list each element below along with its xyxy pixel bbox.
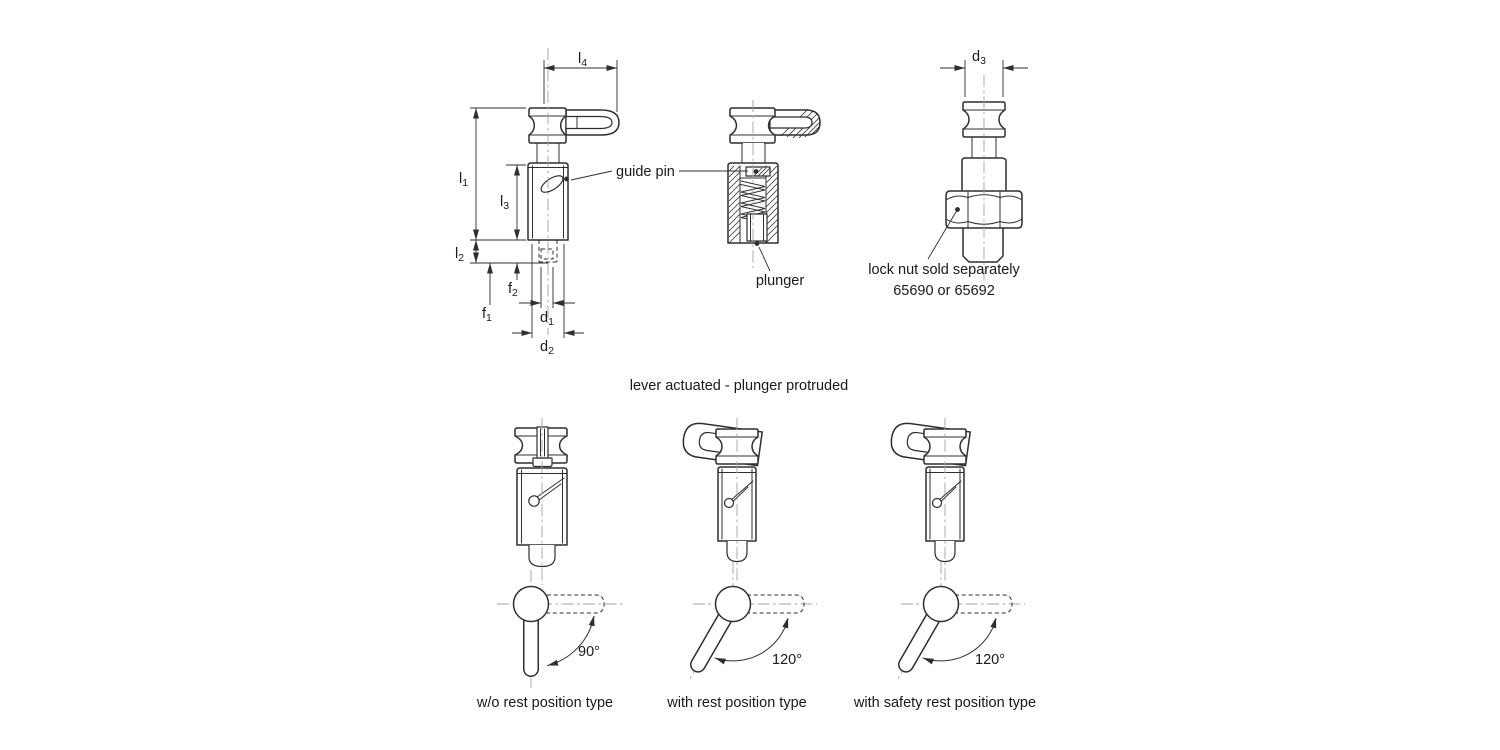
angle-label: 90° [578, 644, 600, 660]
dim-label-l3: l3 [500, 194, 509, 212]
knob [729, 107, 776, 144]
leader-dot [754, 241, 760, 246]
dim-label-d1: d1 [540, 310, 554, 328]
variant-2-caption: with rest position type [666, 695, 806, 711]
guide-pin-label: guide pin [616, 164, 675, 180]
knob [528, 107, 567, 144]
lock-nut-note-line1: lock nut sold separately [868, 262, 1020, 278]
dim-label-l1: l1 [459, 171, 468, 189]
folded-lever [536, 426, 549, 459]
angle-label: 120° [772, 652, 802, 668]
dim-label-d2: d2 [540, 339, 554, 357]
plunger-label: plunger [756, 273, 805, 289]
rotation-diagram-120 [897, 562, 1025, 680]
device [681, 418, 762, 582]
dim-label-l4: l4 [578, 51, 587, 69]
front-view-drawing [927, 60, 1028, 283]
variant-1-caption: w/o rest position type [476, 695, 613, 711]
dim-label-f2: f2 [508, 281, 518, 299]
variant-3-figure: 120° [889, 418, 1025, 680]
rotation-diagram-90 [497, 570, 624, 688]
plunger-part [746, 213, 768, 242]
dim-label-l2: l2 [455, 246, 464, 264]
section-caption: lever actuated - plunger protruded [630, 378, 848, 394]
dimension-lines [470, 60, 618, 338]
guide-pin [528, 495, 540, 507]
lock-nut-note-line2: 65690 or 65692 [893, 283, 995, 299]
leader-dot [955, 207, 960, 212]
leader-dot [564, 176, 569, 182]
dim-label-f1: f1 [482, 306, 492, 324]
spring [740, 180, 766, 220]
variant-3-caption: with safety rest position type [853, 695, 1036, 711]
leader-dot [753, 169, 759, 174]
variant-2-figure: 120° [681, 418, 817, 680]
device [889, 418, 970, 582]
dim-label-d3: d3 [972, 49, 986, 67]
side-view-drawing: l4 l1 l3 l2 f2 f1 d1 d2 [455, 48, 620, 357]
variant-1-figure: 90° [497, 418, 624, 688]
section-view-drawing [570, 100, 821, 272]
guide-pin [540, 175, 564, 193]
angle-label: 120° [975, 652, 1005, 668]
